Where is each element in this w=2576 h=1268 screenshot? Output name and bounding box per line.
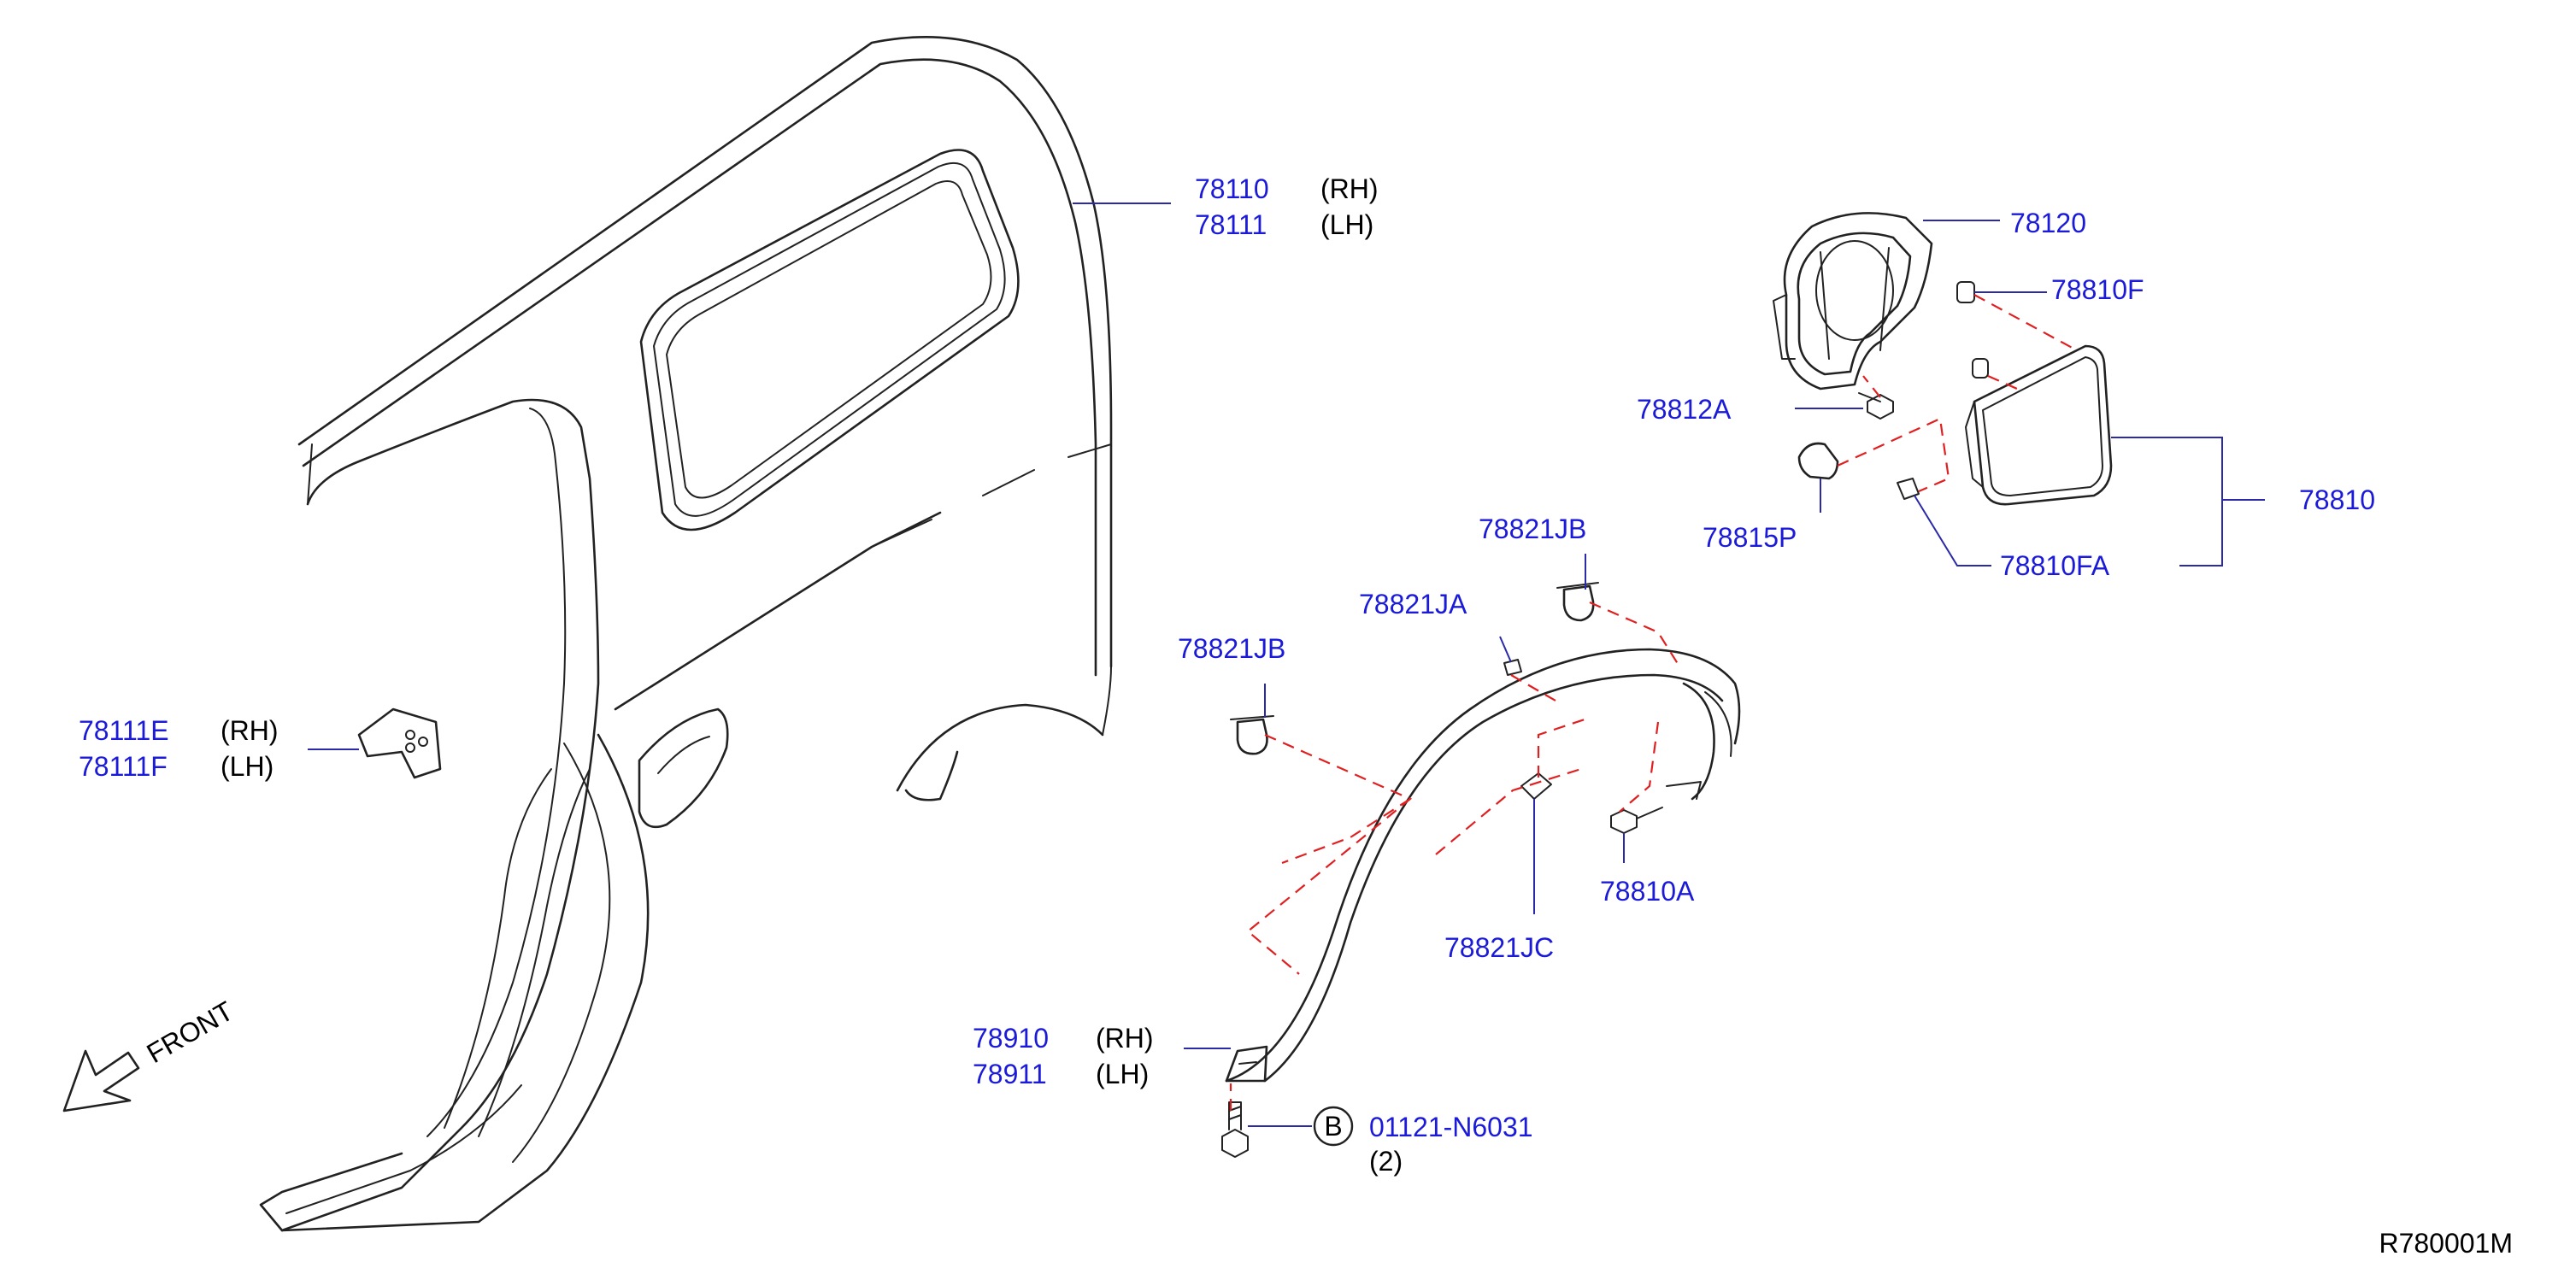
part-side: (RH) — [1096, 1023, 1154, 1054]
part-number: 01121-N6031 — [1369, 1112, 1533, 1142]
part-side: (RH) — [221, 715, 279, 746]
part-number: 78815P — [1703, 522, 1797, 553]
part-number: 78110 — [1195, 173, 1269, 204]
part-number: 78111 — [1195, 209, 1267, 240]
quantity-note: (2) — [1369, 1146, 1403, 1177]
part-side: (LH) — [221, 751, 273, 782]
front-arrow-label: FRONT — [142, 995, 238, 1069]
part-number: 78810FA — [2000, 550, 2110, 581]
bolt-callout-letter: B — [1324, 1111, 1342, 1142]
part-side: (RH) — [1320, 173, 1379, 204]
part-number: 78810F — [2051, 274, 2144, 305]
part-number: 78821JC — [1444, 932, 1554, 963]
quarter-bracket — [357, 707, 442, 779]
part-number-labels: 78110 (RH) 78111 (LH) 78120 78810F 78812… — [79, 173, 2375, 1177]
fuel-filler-door — [1965, 344, 2113, 506]
part-number: 78821JA — [1359, 589, 1467, 619]
leader-lines — [308, 203, 2265, 1127]
bolt-callout-circle — [1313, 1106, 1354, 1147]
part-number: 78111F — [79, 751, 168, 782]
fuel-filler-base — [1773, 212, 1933, 390]
part-side: (LH) — [1096, 1059, 1149, 1089]
filler-screw-78812A — [1858, 392, 1894, 420]
clip-78810FA — [1897, 478, 1920, 500]
part-number: 78810 — [2299, 484, 2375, 515]
part-number: 78821JB — [1479, 514, 1586, 544]
part-number: 78812A — [1637, 394, 1732, 425]
door-bumper-78810F — [1956, 281, 1989, 379]
bolt-callout: B — [1313, 1106, 1354, 1147]
part-number: 78120 — [2010, 208, 2086, 238]
part-number: 78821JB — [1178, 633, 1285, 664]
drawing-code: R780001M — [2379, 1228, 2513, 1259]
part-number: 78910 — [973, 1023, 1049, 1054]
clip-78815P — [1797, 442, 1839, 480]
part-number: 78810A — [1600, 876, 1695, 907]
molding-bolt — [1221, 1101, 1249, 1158]
part-number: 78111E — [79, 715, 169, 746]
wheel-arch-molding — [1225, 648, 1741, 1083]
phantom-lines — [1229, 294, 2078, 1111]
molding-screw-78810A — [1610, 807, 1663, 834]
rear-quarter-panel — [259, 36, 1113, 1232]
part-number: 78911 — [973, 1059, 1047, 1089]
front-arrow: FRONT — [62, 995, 238, 1112]
part-side: (LH) — [1320, 209, 1373, 240]
